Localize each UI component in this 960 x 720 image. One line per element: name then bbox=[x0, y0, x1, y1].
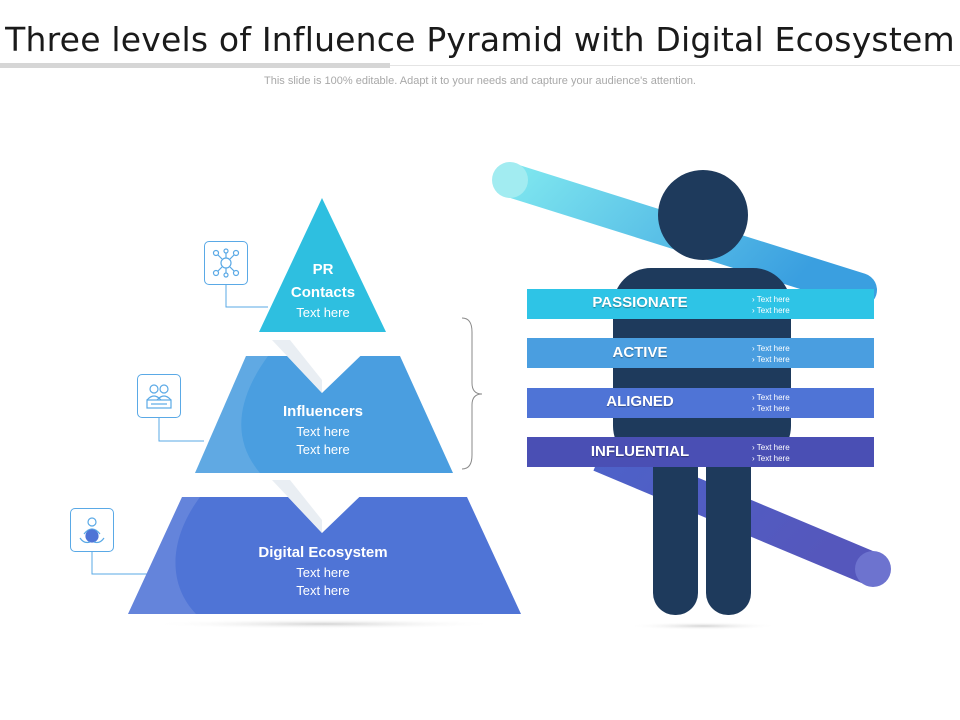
bullet-text: Text here bbox=[752, 453, 790, 464]
tier-middle-text: Influencers Text here Text here bbox=[223, 400, 423, 459]
band-aligned bbox=[527, 388, 874, 418]
pyramid-tier-bottom-shine bbox=[128, 497, 200, 614]
tier-middle-title: Influencers bbox=[282, 403, 364, 420]
pyramid-tier-bottom bbox=[128, 497, 521, 614]
slide-title: Three levels of Influence Pyramid with D… bbox=[5, 20, 955, 59]
band-label-aligned: ALIGNED bbox=[606, 393, 674, 410]
band-active bbox=[527, 338, 874, 368]
person-shadow bbox=[628, 622, 778, 630]
band-bullets-influential: Text here Text here bbox=[752, 442, 790, 464]
sash-end-top bbox=[492, 162, 528, 198]
chevron-notch-upper-shade bbox=[272, 340, 322, 393]
pyramid-tier-middle-shine bbox=[195, 356, 268, 473]
title-rule bbox=[390, 65, 960, 66]
band-label-passionate: PASSIONATE bbox=[592, 294, 688, 311]
title-rule-accent bbox=[0, 63, 390, 68]
band-label-influential: INFLUENTIAL bbox=[590, 443, 690, 460]
bullet-text: Text here bbox=[752, 392, 790, 403]
connector-line-middle bbox=[158, 417, 204, 442]
tier-top-text: PR Contacts Text here bbox=[262, 258, 384, 322]
group-presentation-icon bbox=[137, 374, 181, 418]
tier-bottom-line1: Text here bbox=[296, 565, 350, 580]
slide-subtitle: This slide is 100% editable. Adapt it to… bbox=[264, 75, 696, 87]
bullet-text: Text here bbox=[752, 442, 790, 453]
tier-bottom-line2: Text here bbox=[296, 583, 350, 598]
bullet-text: Text here bbox=[752, 294, 790, 305]
bullet-text: Text here bbox=[752, 354, 790, 365]
band-influential bbox=[527, 437, 874, 467]
tier-bottom-text: Digital Ecosystem Text here Text here bbox=[203, 541, 443, 600]
pyramid-shadow bbox=[149, 619, 499, 629]
connector-line-top bbox=[225, 284, 268, 308]
person-globe-icon bbox=[70, 508, 114, 552]
band-label-active: ACTIVE bbox=[612, 344, 668, 361]
curly-brace bbox=[461, 317, 483, 470]
band-passionate bbox=[527, 289, 874, 319]
tier-middle-line2: Text here bbox=[296, 442, 350, 457]
bullet-text: Text here bbox=[752, 343, 790, 354]
band-bullets-active: Text here Text here bbox=[752, 343, 790, 365]
pyramid-tier-top bbox=[259, 198, 386, 332]
bullet-text: Text here bbox=[752, 305, 790, 316]
sash-end-bottom bbox=[855, 551, 891, 587]
tier-top-title-line2: Contacts bbox=[290, 284, 356, 301]
band-bullets-aligned: Text here Text here bbox=[752, 392, 790, 414]
tier-top-title-line1: PR bbox=[312, 261, 334, 278]
connector-line-bottom bbox=[91, 551, 150, 575]
network-people-icon bbox=[204, 241, 248, 285]
band-bullets-passionate: Text here Text here bbox=[752, 294, 790, 316]
bullet-text: Text here bbox=[752, 403, 790, 414]
tier-top-line1: Text here bbox=[296, 305, 350, 320]
pyramid-tier-middle bbox=[195, 356, 453, 473]
tier-middle-line1: Text here bbox=[296, 424, 350, 439]
chevron-notch-lower-shade bbox=[272, 480, 322, 533]
tier-bottom-title: Digital Ecosystem bbox=[258, 544, 388, 561]
